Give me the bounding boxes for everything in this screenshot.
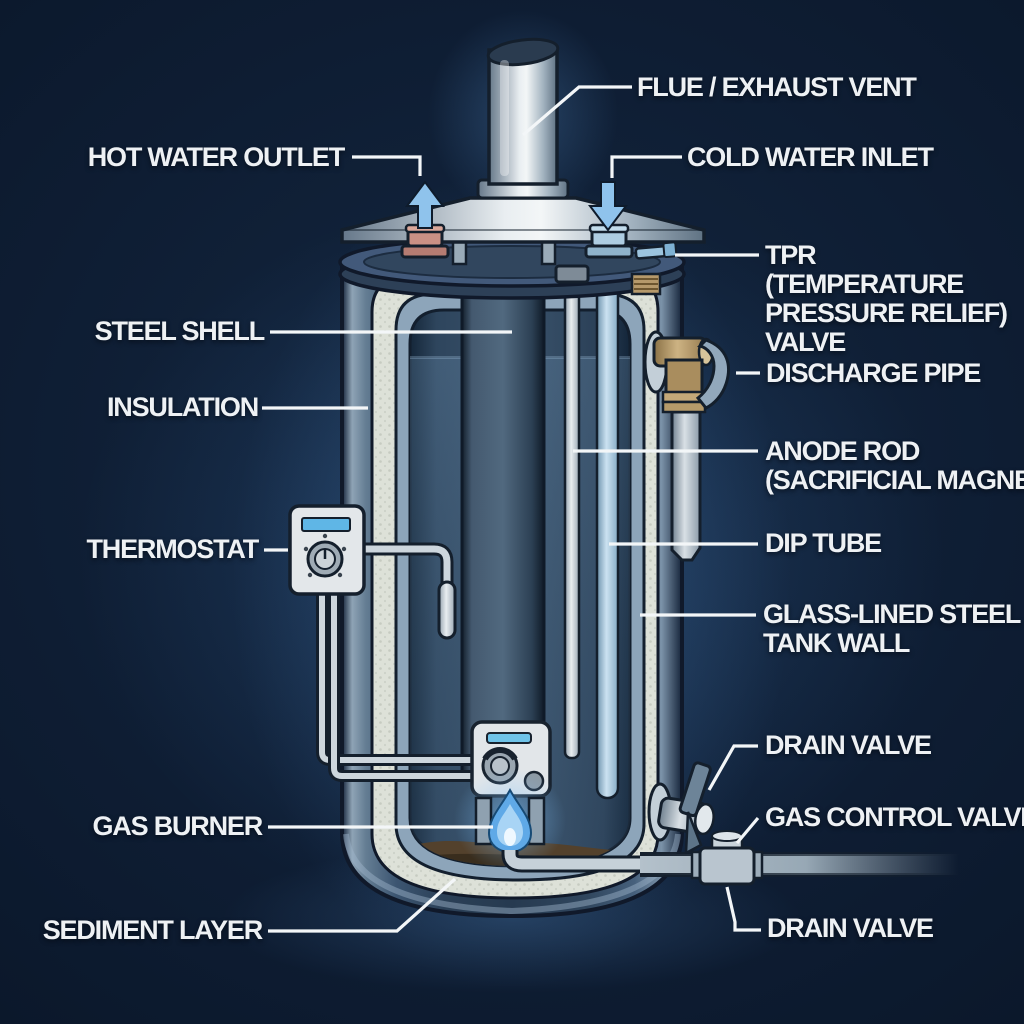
drain-valve <box>647 761 715 856</box>
label-cold-water-inlet: COLD WATER INLET <box>687 142 934 172</box>
label-anode-rod: ANODE ROD (SACRIFICIAL MAGNESIUM) <box>765 436 1024 495</box>
discharge-pipe <box>670 410 702 562</box>
tank-lid <box>338 236 686 300</box>
label-tpr-valve: TPR (TEMPERATURE PRESSURE RELIEF) VALVE <box>765 240 1008 357</box>
gas-burner <box>454 768 642 873</box>
down-arrow-icon <box>588 181 628 232</box>
dip-tube <box>595 282 620 800</box>
label-drain-valve-upper: DRAIN VALVE <box>765 730 932 760</box>
flow-arrows <box>405 180 628 232</box>
label-steel-shell: STEEL SHELL <box>94 316 266 346</box>
label-drain-valve-lower: DRAIN VALVE <box>767 913 934 943</box>
label-sediment-layer: SEDIMENT LAYER <box>42 915 263 945</box>
tpr-port <box>634 241 678 260</box>
thermostat <box>288 504 366 596</box>
thermostat-display <box>301 517 351 532</box>
cold-water-inlet-fitting <box>584 223 634 259</box>
heat-trap-grille <box>630 272 662 296</box>
anode-rod-cap <box>554 264 590 284</box>
up-arrow-icon <box>405 180 445 229</box>
label-gas-control-valve: GAS CONTROL VALVE <box>765 802 1024 832</box>
label-glass-lined-tank-wall: GLASS-LINED STEEL TANK WALL <box>763 599 1021 658</box>
label-discharge-pipe: DISCHARGE PIPE <box>766 358 981 388</box>
hot-water-outlet-fitting <box>400 223 450 259</box>
tpr-valve <box>643 330 730 562</box>
temperature-probe <box>437 580 457 640</box>
label-hot-water-outlet: HOT WATER OUTLET <box>87 142 345 172</box>
flue-exhaust-vent <box>476 37 570 200</box>
label-thermostat: THERMOSTAT <box>86 534 260 564</box>
anode-rod <box>563 282 581 760</box>
label-insulation: INSULATION <box>107 392 259 422</box>
label-dip-tube: DIP TUBE <box>765 528 882 558</box>
tpr-lever <box>695 338 730 410</box>
leader-lines <box>262 85 761 933</box>
gas-line <box>640 830 972 886</box>
label-gas-burner: GAS BURNER <box>92 811 263 841</box>
thermostat-pipes <box>316 542 472 782</box>
flue-pipe-internal <box>460 264 546 778</box>
label-flue-exhaust-vent: FLUE / EXHAUST VENT <box>637 72 917 102</box>
display-strip <box>486 732 532 744</box>
gas-control-valve-fitting <box>690 830 764 886</box>
